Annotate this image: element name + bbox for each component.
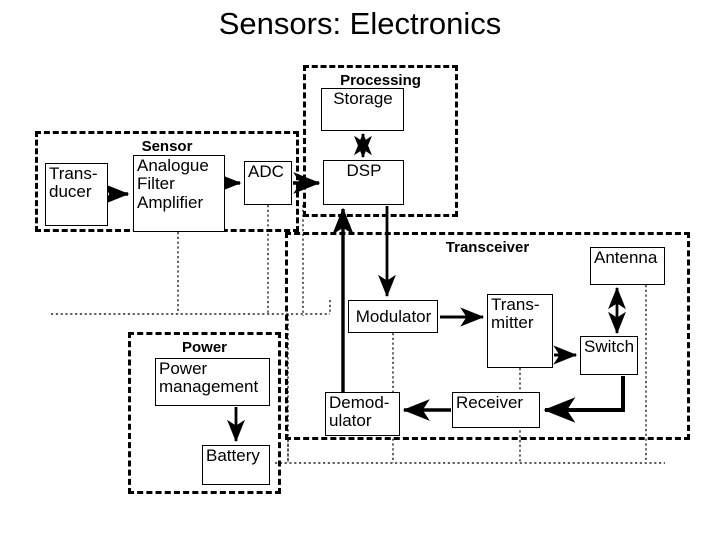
arrow-switch-to-receiver — [543, 376, 625, 423]
node-switch[interactable]: Switch — [580, 336, 638, 375]
node-transducer[interactable]: Trans- ducer — [45, 163, 108, 226]
node-label-transmitter: Trans- mitter — [491, 295, 540, 333]
node-label-demodulator: Demod- ulator — [329, 393, 390, 431]
node-power-management[interactable]: Power management — [155, 358, 270, 406]
group-processing: Processing — [303, 65, 458, 217]
node-label-analogue-filter-amplifier: Analogue Filter Amplifier — [137, 156, 209, 212]
node-label-antenna: Antenna — [594, 248, 658, 267]
node-label-storage: Storage — [333, 89, 393, 108]
group-label-processing: Processing — [340, 72, 421, 89]
node-label-receiver: Receiver — [456, 393, 524, 412]
node-analogue-filter-amplifier[interactable]: Analogue Filter Amplifier — [133, 155, 225, 232]
node-label-adc: ADC — [248, 162, 284, 181]
signal-arrows — [102, 132, 626, 443]
node-demodulator[interactable]: Demod- ulator — [325, 392, 400, 436]
group-label-transceiver: Transceiver — [445, 239, 530, 256]
group-label-sensor: Sensor — [141, 138, 193, 155]
node-label-dsp: DSP — [346, 161, 382, 180]
node-transmitter[interactable]: Trans- mitter — [487, 294, 553, 368]
node-label-battery: Battery — [206, 446, 260, 465]
node-label-power-management: Power management — [159, 359, 259, 397]
node-label-transducer: Trans- ducer — [49, 164, 98, 202]
node-adc[interactable]: ADC — [244, 161, 292, 205]
page-title: Sensors: Electronics — [218, 6, 502, 41]
group-transceiver: Transceiver — [285, 232, 690, 440]
group-power: Power — [128, 332, 281, 494]
group-label-power: Power — [181, 339, 227, 356]
node-storage[interactable]: Storage — [321, 88, 404, 131]
node-label-modulator: Modulator — [355, 306, 432, 326]
node-battery[interactable]: Battery — [202, 445, 270, 485]
node-modulator[interactable]: Modulator — [348, 300, 438, 333]
node-label-switch: Switch — [584, 337, 635, 356]
node-receiver[interactable]: Receiver — [452, 392, 540, 428]
node-dsp[interactable]: DSP — [323, 160, 404, 205]
power-bus-lines — [51, 205, 665, 464]
node-antenna[interactable]: Antenna — [590, 247, 665, 285]
